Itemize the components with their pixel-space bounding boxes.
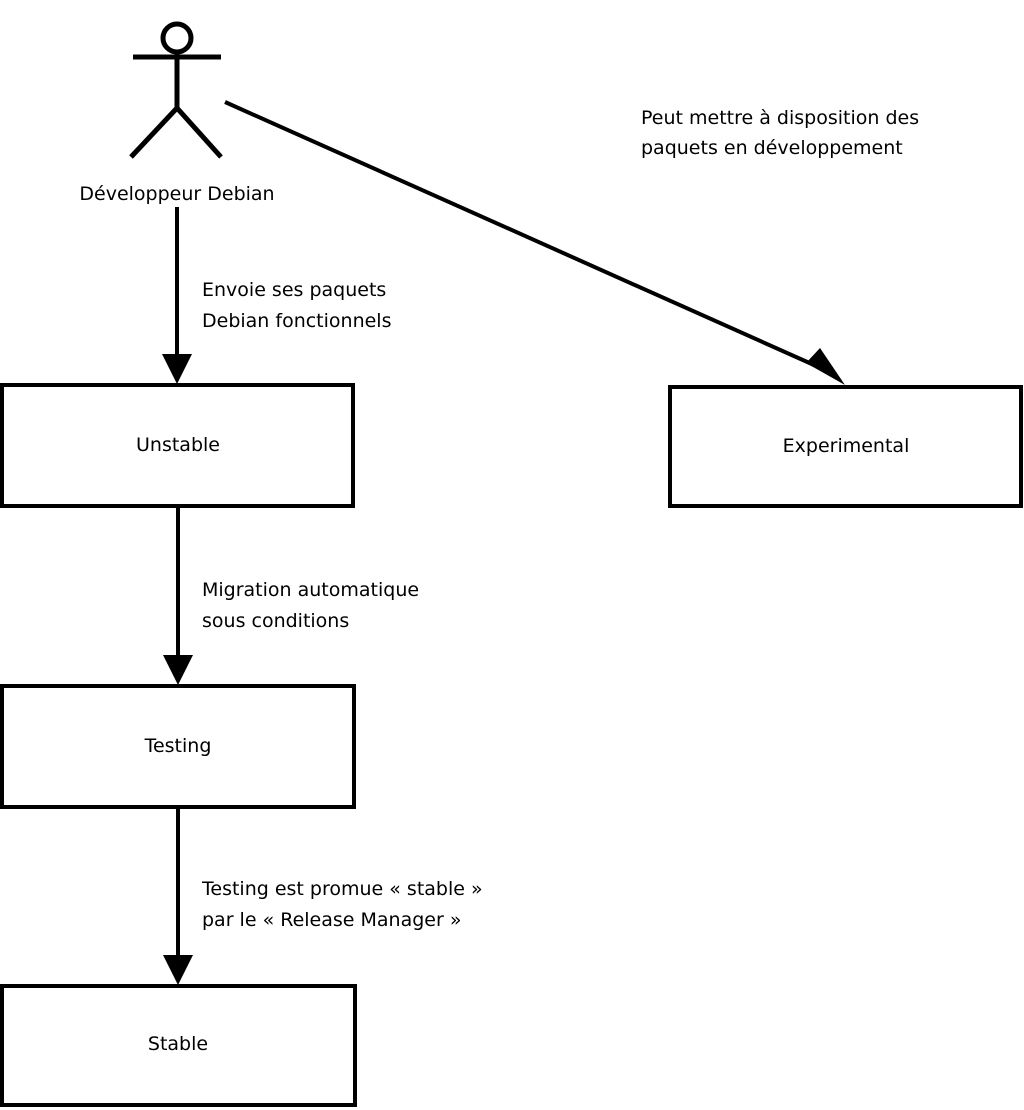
node-stable-box[interactable] bbox=[0, 984, 357, 1107]
edge-developer-to-experimental-label-line1: Peut mettre à disposition des bbox=[641, 107, 919, 129]
edge-unstable-to-testing-label-line2: sous conditions bbox=[202, 610, 349, 632]
edge-developer-to-experimental-line bbox=[224, 100, 824, 371]
node-testing-box[interactable] bbox=[0, 684, 356, 809]
edge-developer-to-unstable-arrowhead bbox=[162, 354, 192, 384]
node-stable-label: Stable bbox=[148, 1033, 208, 1055]
node-stable[interactable]: Stable bbox=[0, 984, 357, 1107]
edge-testing-to-stable: Testing est promue « stable » par le « R… bbox=[163, 807, 483, 985]
edge-developer-to-unstable-label-line1: Envoie ses paquets bbox=[202, 279, 386, 301]
node-experimental-label: Experimental bbox=[783, 435, 910, 457]
actor-right-leg-line bbox=[175, 106, 223, 159]
edge-unstable-to-testing-arrowhead bbox=[163, 655, 193, 685]
edge-unstable-to-testing: Migration automatique sous conditions bbox=[163, 506, 419, 685]
node-testing-label: Testing bbox=[144, 735, 212, 757]
edge-unstable-to-testing-label-line1: Migration automatique bbox=[202, 579, 419, 601]
edge-developer-to-unstable-label-line2: Debian fonctionnels bbox=[202, 310, 392, 332]
actor-left-leg-line bbox=[129, 106, 179, 159]
node-experimental[interactable]: Experimental bbox=[668, 385, 1023, 508]
edge-developer-to-experimental-label-line2: paquets en développement bbox=[641, 137, 903, 159]
node-testing[interactable]: Testing bbox=[0, 684, 356, 809]
edge-testing-to-stable-label-line1: Testing est promue « stable » bbox=[201, 878, 483, 900]
node-unstable[interactable]: Unstable bbox=[0, 383, 355, 508]
actor-head-icon bbox=[160, 21, 194, 55]
node-unstable-box[interactable] bbox=[0, 383, 355, 508]
actor-label: Développeur Debian bbox=[79, 183, 274, 205]
edge-testing-to-stable-label-line2: par le « Release Manager » bbox=[202, 909, 461, 931]
edge-developer-to-experimental: Peut mettre à disposition des paquets en… bbox=[224, 100, 919, 385]
edge-developer-to-unstable: Envoie ses paquets Debian fonctionnels bbox=[162, 207, 392, 384]
node-unstable-label: Unstable bbox=[136, 434, 220, 456]
node-experimental-box[interactable] bbox=[668, 385, 1023, 508]
edge-developer-to-experimental-arrowhead bbox=[806, 348, 845, 385]
edge-testing-to-stable-arrowhead bbox=[163, 955, 193, 985]
debian-developer-actor: Développeur Debian bbox=[79, 21, 275, 205]
